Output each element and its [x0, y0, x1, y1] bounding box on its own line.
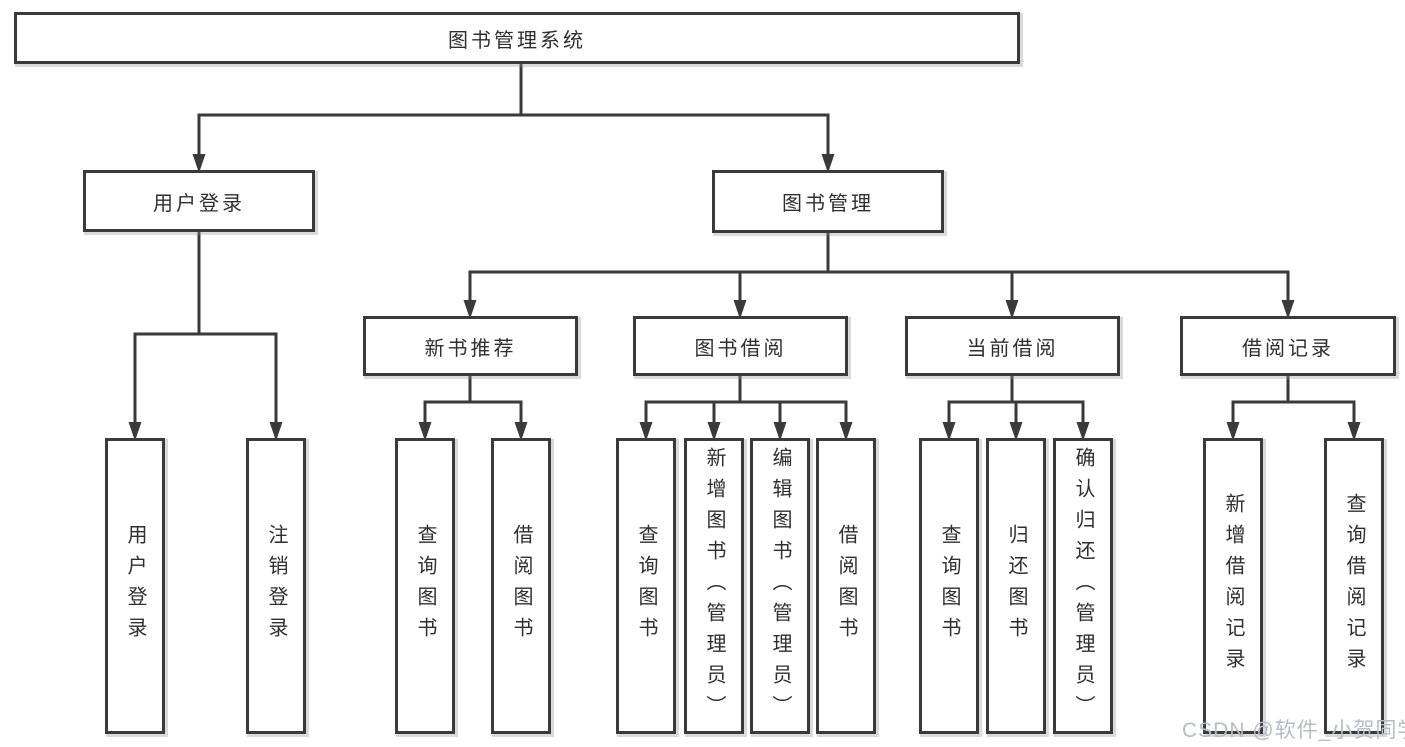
leaf-query-borrow-record: 查询借阅记录	[1324, 438, 1384, 734]
connector-root-to-level2	[192, 64, 835, 173]
leaf-query-books-current: 查询图书	[919, 438, 979, 734]
connector-records-to-leaves	[1226, 376, 1361, 441]
leaf-add-borrow-record: 新增借阅记录	[1203, 438, 1263, 734]
leaf-user-login: 用户登录	[105, 438, 165, 734]
connector-userlogin-to-leaves	[128, 232, 283, 441]
leaf-borrow-books-recommend: 借阅图书	[491, 438, 551, 734]
node-new-book-recommend: 新书推荐	[363, 316, 578, 376]
node-user-login: 用户登录	[83, 170, 315, 232]
leaf-borrow-books: 借阅图书	[816, 438, 876, 734]
leaf-confirm-return-admin: 确认归还（管理员）	[1053, 438, 1113, 734]
node-book-management: 图书管理	[712, 170, 944, 233]
leaf-edit-books-admin: 编辑图书（管理员）	[750, 438, 810, 734]
node-current-borrowing: 当前借阅	[905, 316, 1120, 376]
leaf-return-books: 归还图书	[986, 438, 1046, 734]
csdn-watermark: CSDN @软件_小贺同学	[1182, 719, 1405, 742]
leaf-logout: 注销登录	[246, 438, 306, 734]
connector-current-to-leaves	[942, 376, 1090, 441]
node-book-borrowing: 图书借阅	[633, 316, 848, 376]
leaf-query-books-recommend: 查询图书	[395, 438, 455, 734]
connector-borrowing-to-leaves	[639, 376, 853, 441]
connector-bookmgmt-to-level3	[463, 233, 1295, 319]
leaf-add-books-admin: 新增图书（管理员）	[684, 438, 744, 734]
node-root-system: 图书管理系统	[14, 12, 1020, 64]
node-borrow-records: 借阅记录	[1180, 316, 1396, 376]
leaf-query-books-borrowing: 查询图书	[616, 438, 676, 734]
connector-newbooks-to-leaves	[418, 376, 528, 441]
